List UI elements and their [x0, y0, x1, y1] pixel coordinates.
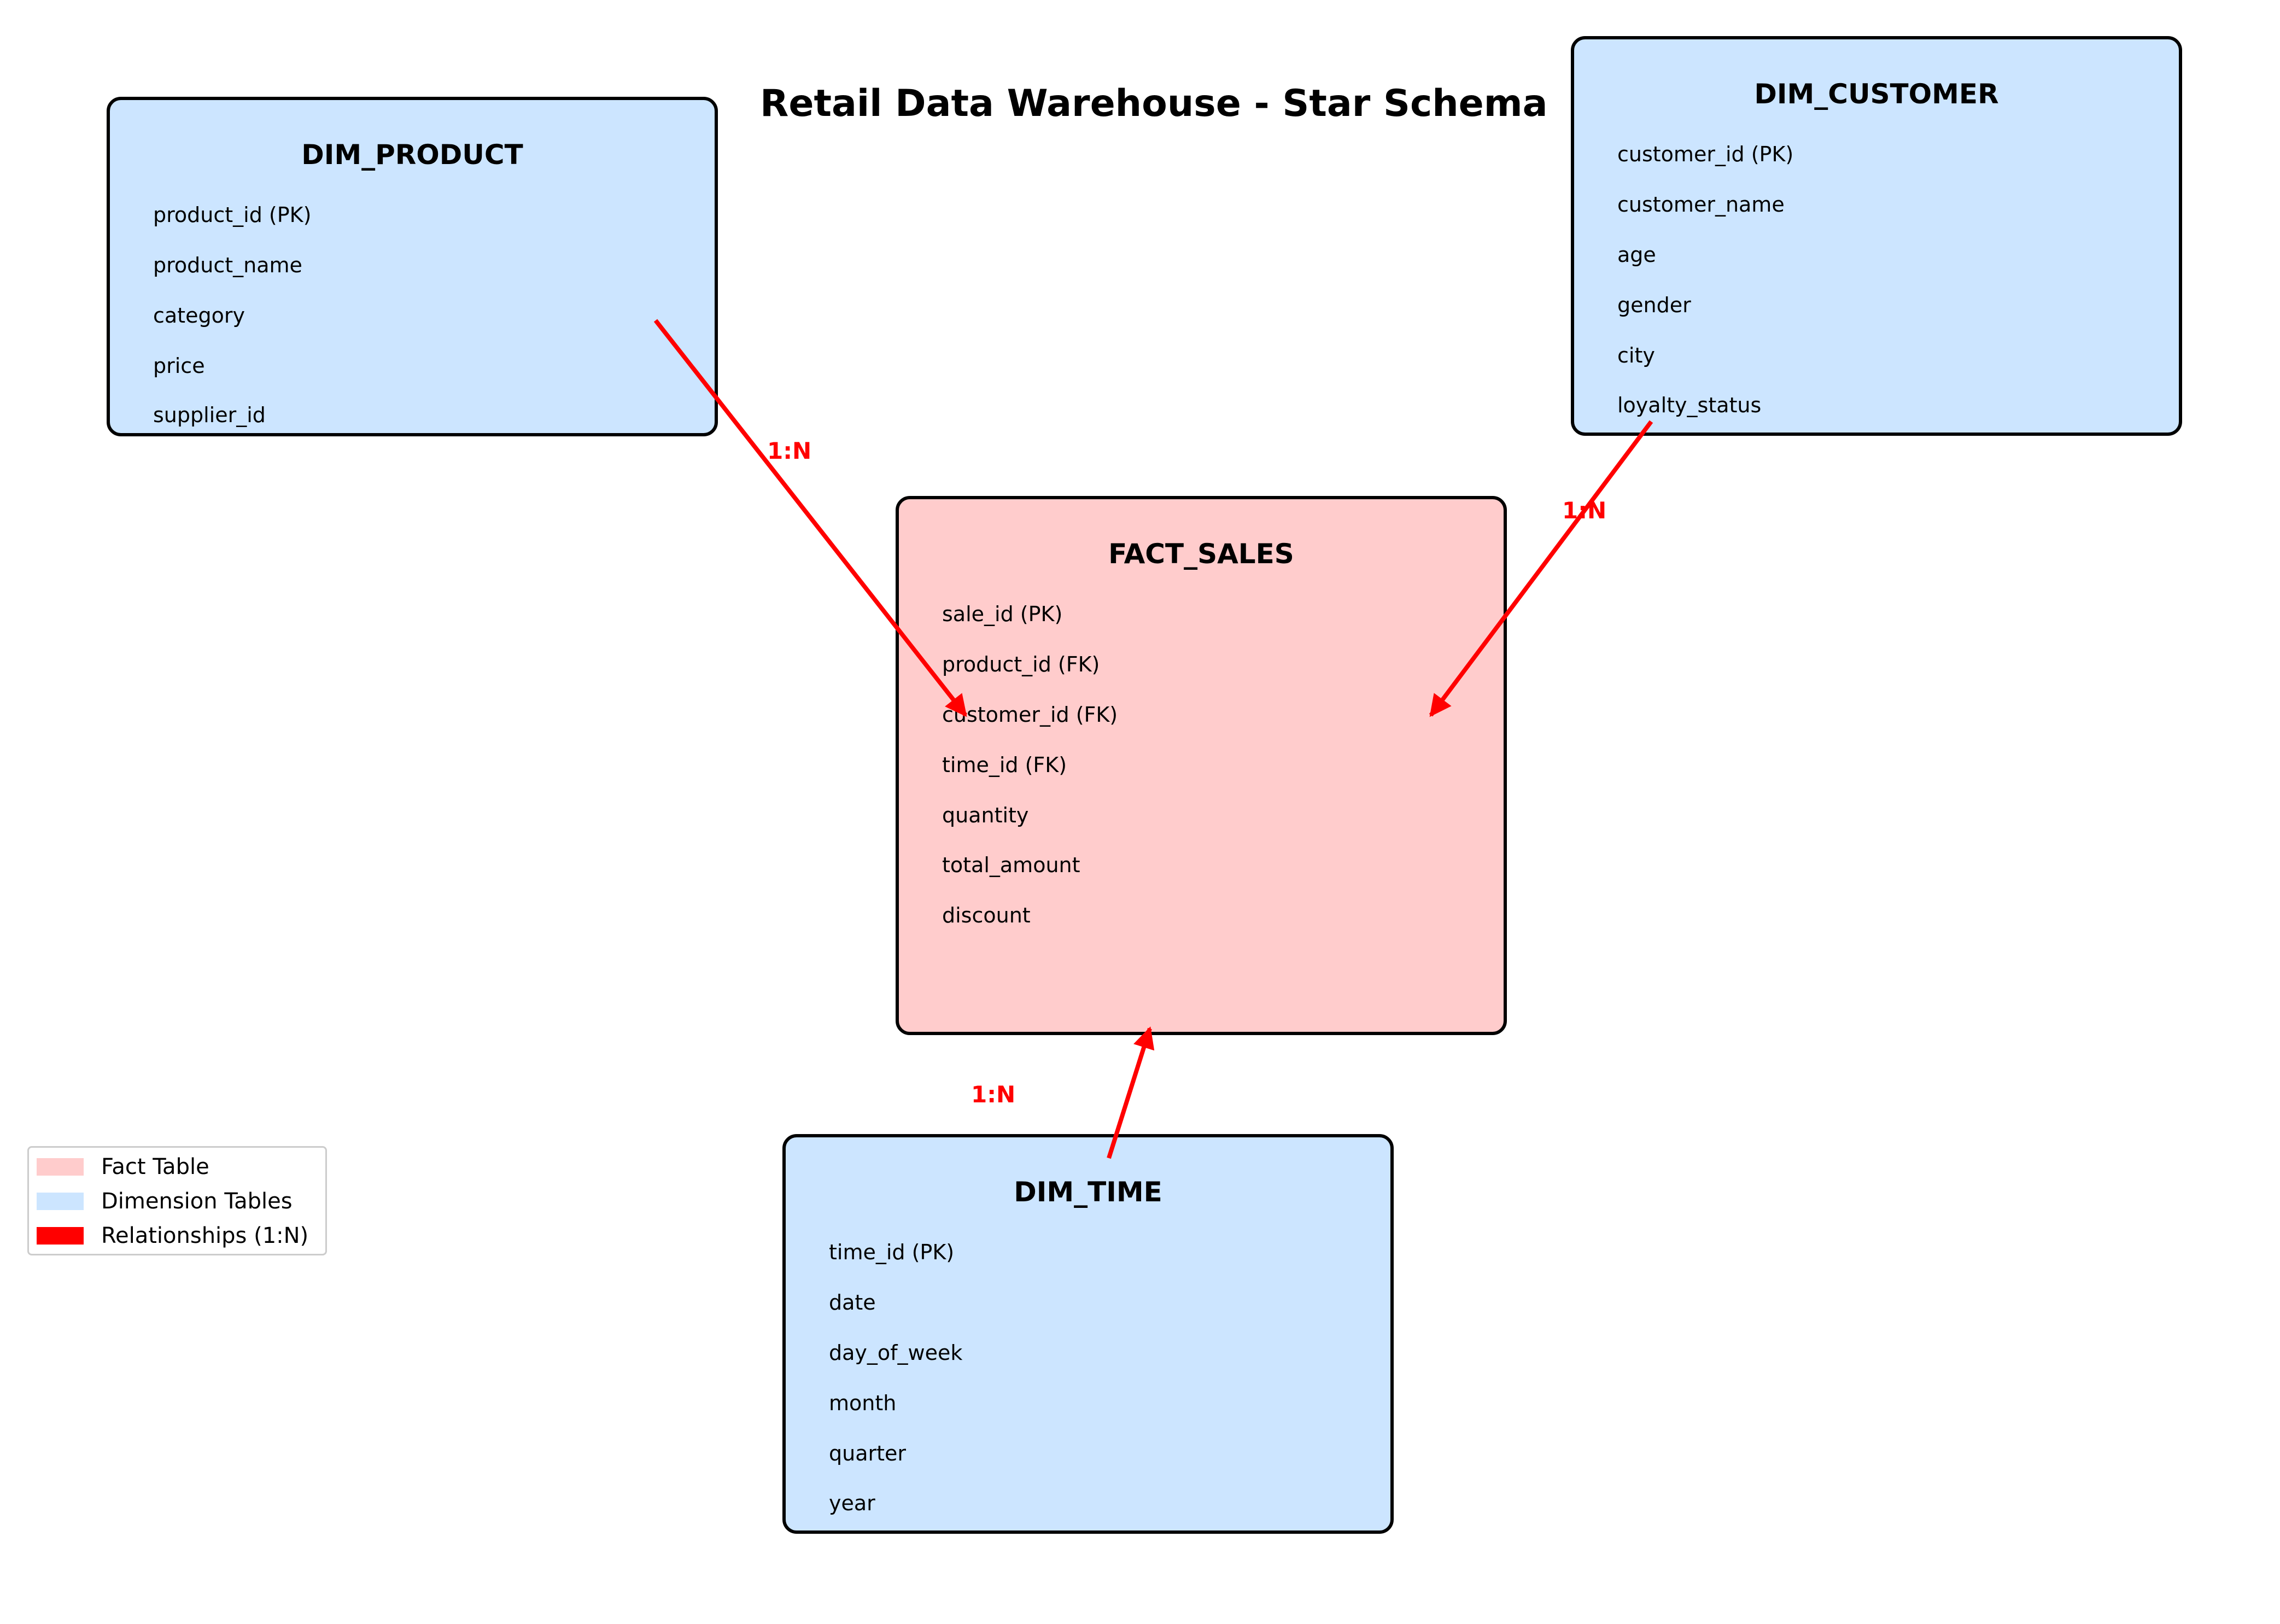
- table-dim-customer[interactable]: DIM_CUSTOMER customer_id (PK) customer_n…: [1571, 36, 2182, 436]
- legend-item-relationship: Relationships (1:N): [37, 1219, 308, 1252]
- table-title-dim-product: DIM_PRODUCT: [301, 139, 523, 171]
- attribute-month: month: [829, 1391, 897, 1415]
- relationship-label-product: 1:N: [767, 437, 812, 464]
- attribute-total-amount: total_amount: [942, 853, 1080, 877]
- attribute-time-id-fk: time_id (FK): [942, 753, 1067, 777]
- attribute-city: city: [1617, 343, 1655, 367]
- legend-label-fact: Fact Table: [101, 1154, 209, 1179]
- attribute-product-id: product_id (PK): [153, 203, 312, 227]
- attribute-day-of-week: day_of_week: [829, 1341, 963, 1365]
- attribute-customer-name: customer_name: [1617, 192, 1785, 217]
- attribute-product-id-fk: product_id (FK): [942, 652, 1100, 676]
- table-title-dim-customer: DIM_CUSTOMER: [1754, 78, 1999, 110]
- table-title-dim-time: DIM_TIME: [1014, 1176, 1162, 1208]
- table-dim-time[interactable]: DIM_TIME time_id (PK) date day_of_week m…: [782, 1134, 1394, 1534]
- attribute-customer-id-fk: customer_id (FK): [942, 703, 1118, 727]
- attribute-age: age: [1617, 243, 1656, 267]
- relationship-label-time: 1:N: [971, 1081, 1016, 1108]
- legend-swatch-dimension: [37, 1193, 84, 1210]
- diagram-title: Retail Data Warehouse - Star Schema: [760, 82, 1548, 125]
- relationship-label-customer: 1:N: [1562, 497, 1607, 524]
- attribute-supplier-id: supplier_id: [153, 403, 266, 427]
- attribute-discount: discount: [942, 903, 1031, 927]
- table-fact-sales[interactable]: FACT_SALES sale_id (PK) product_id (FK) …: [896, 496, 1507, 1035]
- attribute-year: year: [829, 1491, 875, 1515]
- legend-item-dimension: Dimension Tables: [37, 1185, 293, 1218]
- table-dim-product[interactable]: DIM_PRODUCT product_id (PK) product_name…: [107, 97, 718, 436]
- attribute-quantity: quantity: [942, 803, 1029, 827]
- attribute-price: price: [153, 354, 205, 378]
- attribute-time-id: time_id (PK): [829, 1240, 955, 1264]
- attribute-loyalty-status: loyalty_status: [1617, 393, 1762, 417]
- attribute-quarter: quarter: [829, 1441, 907, 1465]
- attribute-customer-id: customer_id (PK): [1617, 142, 1794, 166]
- legend-swatch-relationship: [37, 1227, 84, 1245]
- legend-label-dimension: Dimension Tables: [101, 1189, 293, 1214]
- attribute-product-name: product_name: [153, 253, 302, 277]
- legend-swatch-fact: [37, 1158, 84, 1176]
- attribute-date: date: [829, 1290, 876, 1315]
- attribute-category: category: [153, 303, 245, 328]
- legend-item-fact: Fact Table: [37, 1150, 209, 1183]
- attribute-sale-id: sale_id (PK): [942, 602, 1063, 626]
- legend-label-relationship: Relationships (1:N): [101, 1223, 309, 1248]
- legend: Fact Table Dimension Tables Relationship…: [27, 1146, 327, 1255]
- attribute-gender: gender: [1617, 293, 1691, 317]
- table-title-fact-sales: FACT_SALES: [1108, 538, 1294, 570]
